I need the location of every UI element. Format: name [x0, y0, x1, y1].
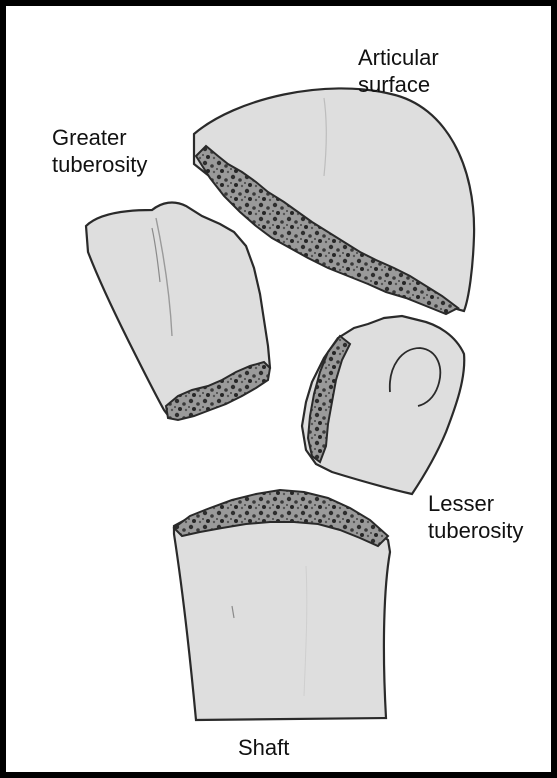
- articular-surface-label: Articular surface: [358, 44, 439, 98]
- figure-frame: Articular surface Greater tuberosity Les…: [6, 6, 551, 772]
- greater-tuberosity-label: Greater tuberosity: [52, 124, 147, 178]
- greater-tuberosity-fragment: [86, 203, 270, 420]
- fracture-diagram: [6, 6, 551, 772]
- lesser-tuberosity-fragment: [302, 316, 464, 494]
- lesser-tuberosity-label: Lesser tuberosity: [428, 490, 523, 544]
- shaft-label: Shaft: [238, 734, 289, 761]
- shaft-fragment: [174, 490, 390, 720]
